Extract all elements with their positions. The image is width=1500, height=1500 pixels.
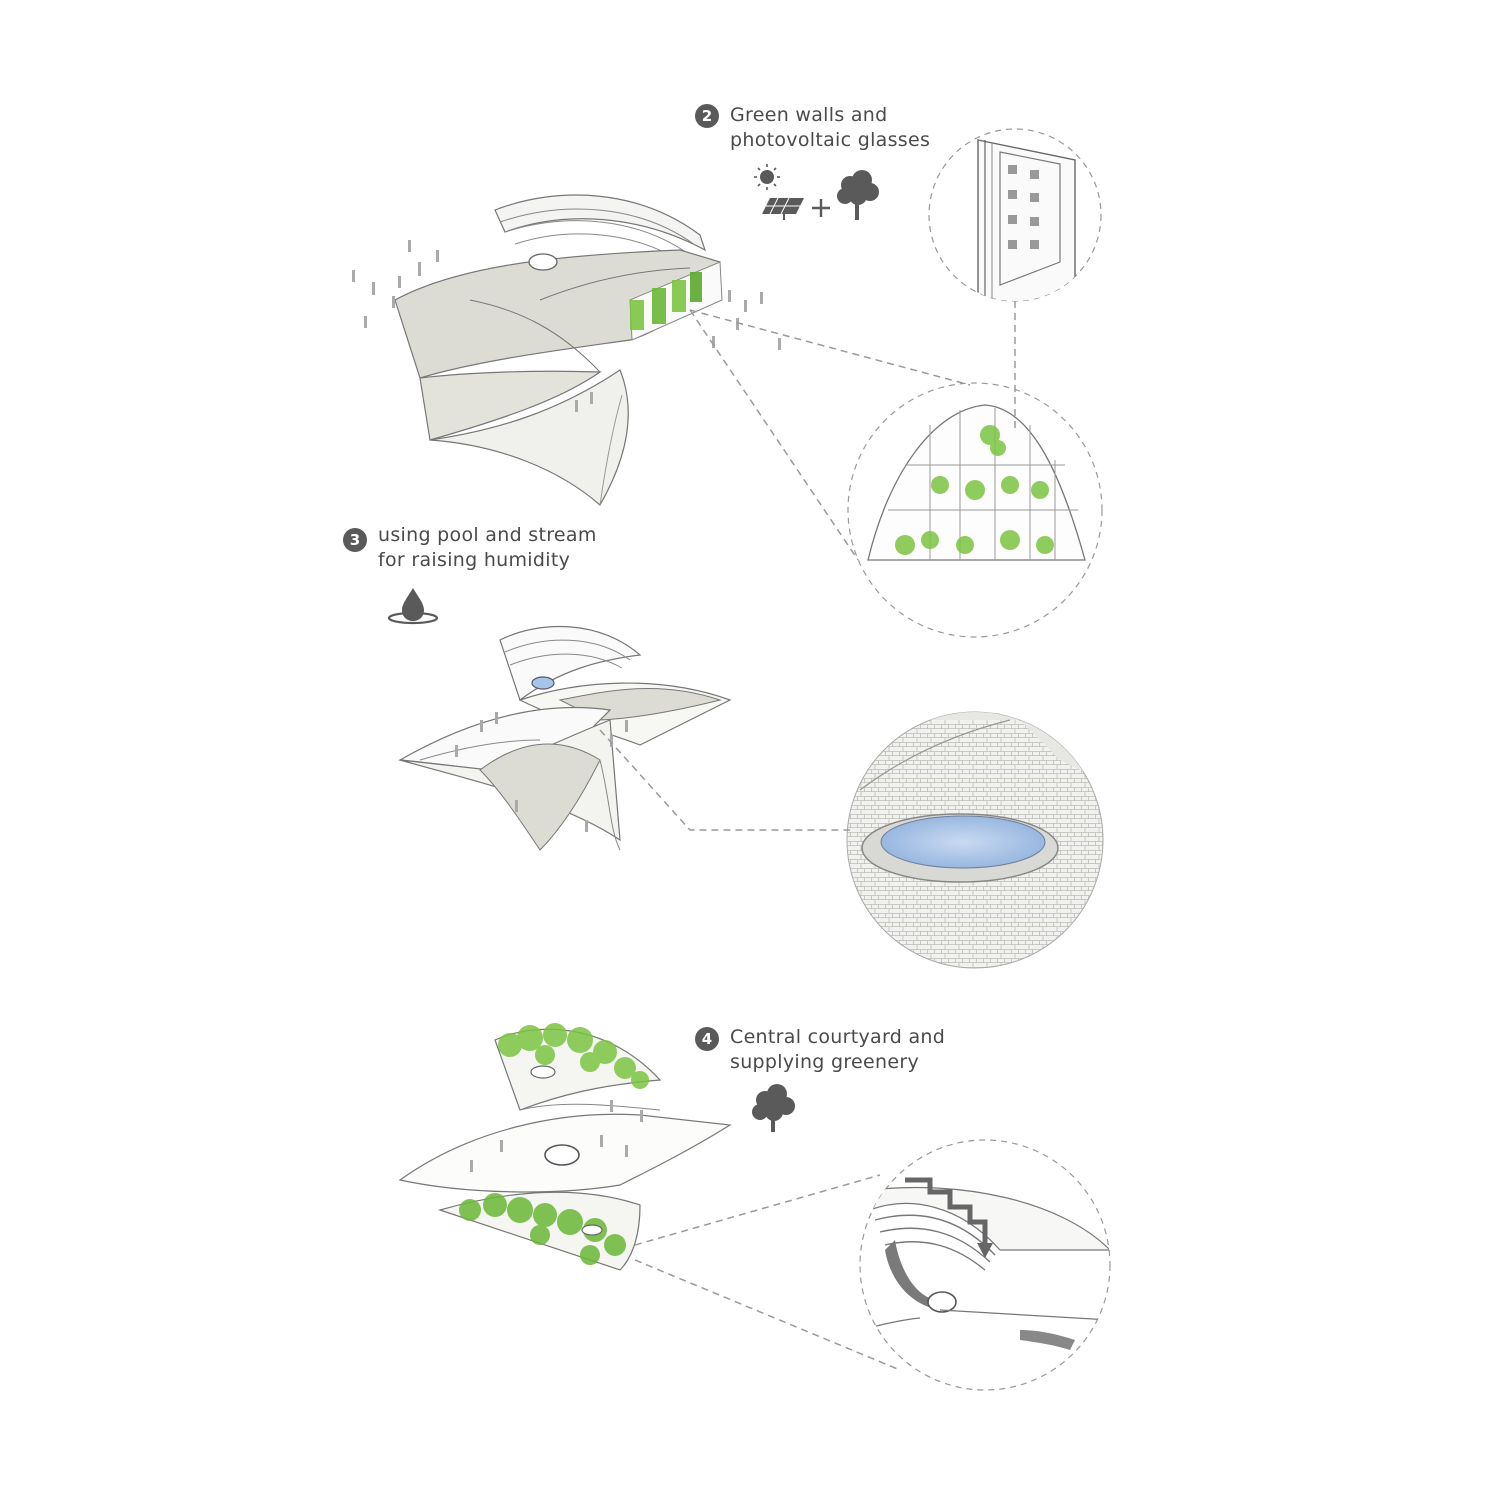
sun-icon: [754, 164, 780, 190]
leader-lines-section-2: [689, 301, 1016, 561]
detail-photovoltaic-glass: [928, 128, 1102, 302]
leader-lines-section-3: [599, 729, 850, 831]
plus-icon: [812, 199, 830, 217]
green-wall-panels: [629, 261, 723, 341]
section-3-label-line-2: for raising humidity: [378, 549, 571, 571]
building-model-courtyard: [398, 1023, 732, 1271]
building-model-green-walls: [352, 194, 781, 506]
detail-stairs-courtyard: [859, 1139, 1111, 1391]
tree-icon: [837, 170, 879, 220]
section-4-badge: 4: [695, 1027, 719, 1051]
detail-green-wall: [847, 382, 1103, 638]
section-2-badge: 2: [695, 104, 719, 128]
detail-pool: [846, 711, 1104, 969]
section-2-label: Green walls and photovoltaic glasses: [730, 103, 930, 153]
tree-icon-section-4: [752, 1084, 795, 1132]
section-3-label-line-1: using pool and stream: [378, 524, 597, 546]
section-4-label-line-1: Central courtyard and: [730, 1026, 946, 1048]
solar-panel-icon: [762, 197, 804, 220]
section-2-label-line-1: Green walls and: [730, 104, 888, 126]
section-4-label: Central courtyard and supplying greenery: [730, 1025, 945, 1075]
water-drop-icon: [387, 588, 439, 625]
people-figures: [352, 240, 781, 412]
leader-lines-section-4: [634, 1174, 901, 1371]
section-3-badge: 3: [343, 528, 367, 552]
building-model-pool-stream: [398, 625, 732, 851]
section-4-label-line-2: supplying greenery: [730, 1051, 920, 1073]
section-3-label: using pool and stream for raising humidi…: [378, 523, 597, 573]
section-2-label-line-2: photovoltaic glasses: [730, 129, 931, 151]
